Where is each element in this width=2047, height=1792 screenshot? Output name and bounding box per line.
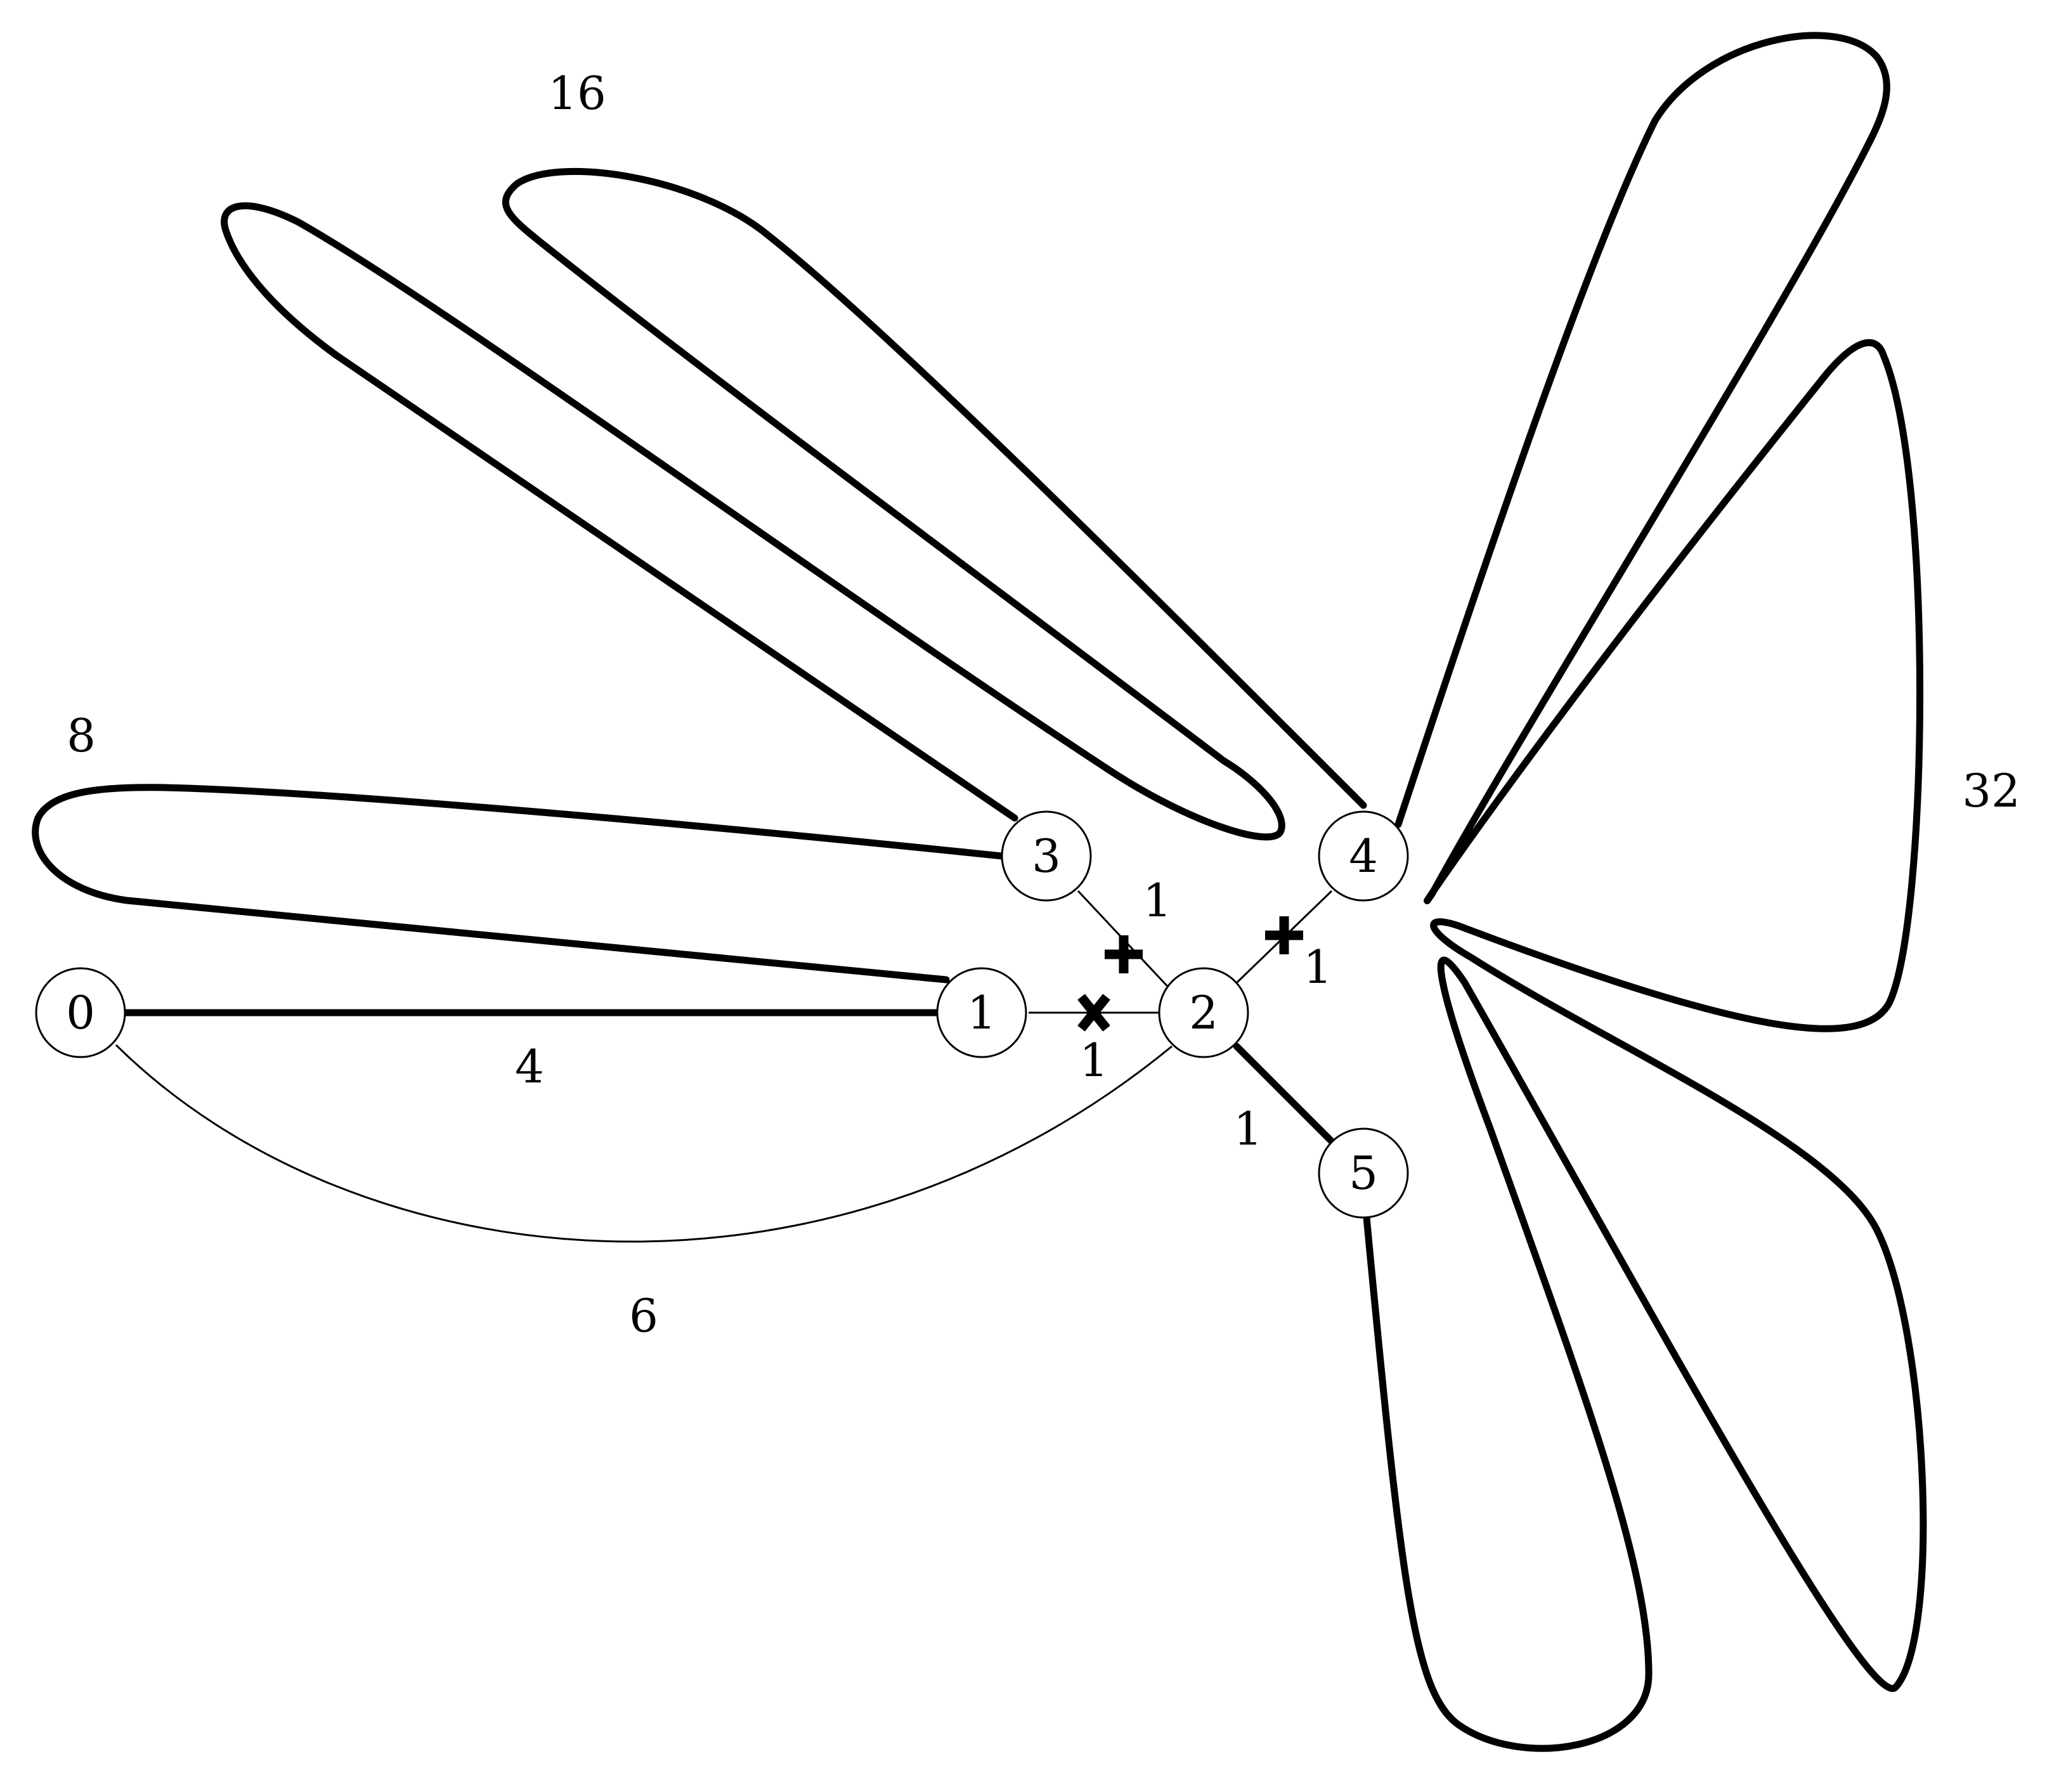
node-3-circle: [1001, 810, 1092, 902]
loop-4-5-right: [1363, 32, 1927, 1752]
node-1-circle: [936, 967, 1027, 1058]
loop-1-3-weight: 8: [67, 709, 96, 762]
node-2-circle: [1158, 967, 1249, 1058]
node-0[interactable]: 0: [35, 967, 126, 1058]
edge-0-1-weight: 4: [515, 1040, 544, 1093]
node-2-label: 2: [1189, 986, 1218, 1039]
loop-3-4-weight: 16: [548, 67, 606, 120]
node-3[interactable]: 3: [1001, 810, 1092, 902]
edge-0-2-weight: 6: [629, 1289, 658, 1342]
node-0-label: 0: [66, 986, 95, 1039]
node-0-circle: [35, 967, 126, 1058]
plus-marker-edge-4-2: [1265, 916, 1303, 954]
node-3-label: 3: [1032, 829, 1061, 883]
edge-3-2-weight: 1: [1143, 874, 1172, 927]
edge-0-2: [115, 1044, 1173, 1243]
node-4[interactable]: 4: [1318, 810, 1409, 902]
node-4-label: 4: [1349, 829, 1378, 883]
edge-4-2-weight: 1: [1303, 940, 1332, 994]
cross-marker-edge-1-2: [1077, 994, 1110, 1032]
node-5[interactable]: 5: [1318, 1127, 1409, 1219]
node-1[interactable]: 1: [936, 967, 1027, 1058]
node-5-circle: [1318, 1127, 1409, 1219]
node-4-circle: [1318, 810, 1409, 902]
node-1-label: 1: [967, 986, 996, 1039]
node-5-label: 5: [1349, 1146, 1378, 1200]
plus-marker-edge-3-2: [1105, 935, 1143, 973]
loop-1-3: [32, 784, 1006, 984]
edge-1-2-weight: 1: [1079, 1034, 1108, 1087]
loop-3-left: [221, 168, 1367, 841]
edge-2-5: [1233, 1042, 1335, 1145]
edge-2-5-weight: 1: [1233, 1102, 1263, 1155]
node-2[interactable]: 2: [1158, 967, 1249, 1058]
loop-4-5-weight: 32: [1962, 764, 2020, 817]
